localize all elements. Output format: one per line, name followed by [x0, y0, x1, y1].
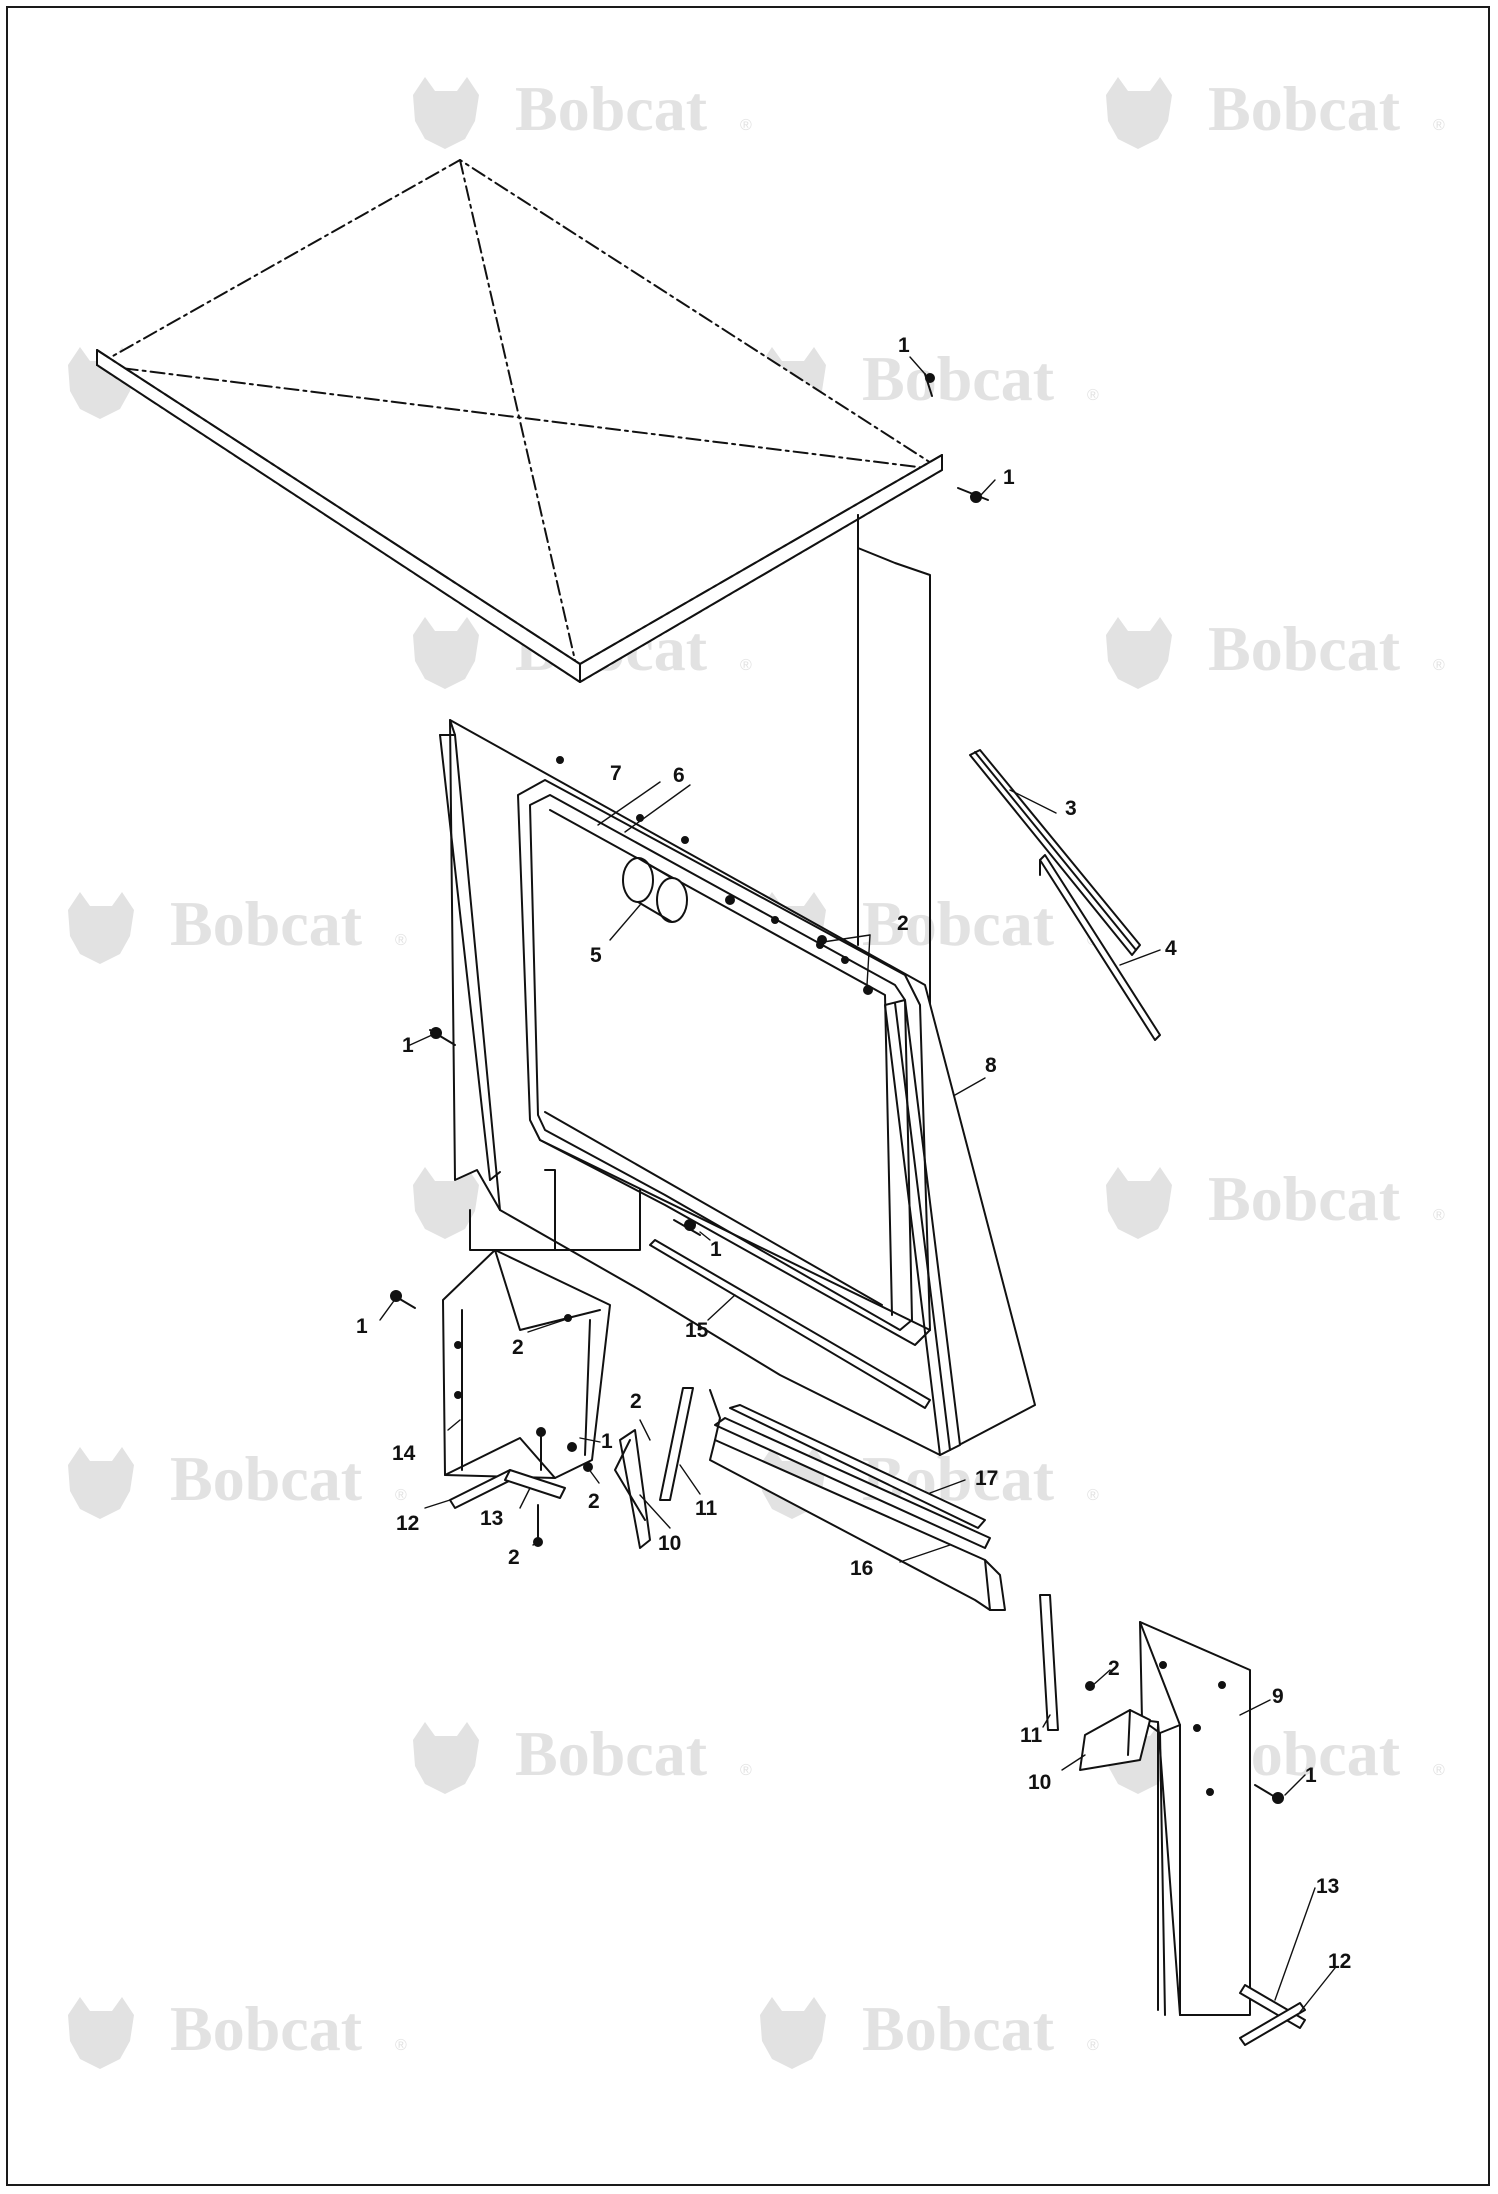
callout-label: 2	[897, 912, 909, 935]
watermark-text: Bobcat	[1208, 73, 1401, 144]
bobcat-logo-icon	[68, 1997, 134, 2069]
callout-label: 2	[508, 1546, 520, 1569]
watermark: Bobcat ®	[760, 1993, 1099, 2069]
watermark-text: Bobcat	[862, 1993, 1055, 2064]
callout-label: 14	[392, 1442, 416, 1465]
callout-label: 2	[588, 1490, 600, 1513]
rear-wall-panel	[857, 514, 931, 1011]
bobcat-logo-icon	[413, 1722, 479, 1794]
watermark: Bobcat ®	[413, 73, 752, 149]
bobcat-logo-icon	[413, 1167, 479, 1239]
seal-strip-right	[1039, 1594, 1059, 1731]
callout-label: 1	[710, 1238, 722, 1261]
callout-label: 1	[402, 1034, 414, 1057]
callout-label: 2	[512, 1336, 524, 1359]
seal-strip-left	[659, 1387, 694, 1501]
callout-label: 1	[1003, 466, 1015, 489]
watermark: Bobcat ®	[1106, 613, 1445, 689]
callout-label: 1	[601, 1430, 613, 1453]
watermark-text: Bobcat	[170, 1443, 363, 1514]
callout-label: 1	[356, 1315, 368, 1338]
callout-label: 6	[673, 764, 685, 787]
bobcat-logo-icon	[1106, 77, 1172, 149]
watermark-mark: ®	[740, 1762, 752, 1779]
watermark: Bobcat ®	[68, 1443, 407, 1519]
callout-label: 1	[1305, 1764, 1317, 1787]
wiper-rod	[649, 1239, 931, 1409]
watermark-mark: ®	[395, 932, 407, 949]
watermark-text: Bobcat	[170, 1993, 363, 2064]
watermark-text: Bobcat	[515, 1718, 708, 1789]
callout-label: 13	[480, 1507, 503, 1530]
door-panel	[439, 719, 1036, 1456]
watermark: Bobcat ®	[68, 1993, 407, 2069]
bobcat-logo-icon	[68, 892, 134, 964]
watermark-text: Bobcat	[1208, 613, 1401, 684]
fasteners	[390, 373, 1284, 1804]
bobcat-logo-icon	[413, 77, 479, 149]
callout-label: 10	[1028, 1771, 1051, 1794]
callout-label: 9	[1272, 1685, 1284, 1708]
watermark-text: Bobcat	[1208, 1163, 1401, 1234]
callout-label: 10	[658, 1532, 681, 1555]
callout-label: 16	[850, 1557, 873, 1580]
leader-lines	[379, 356, 1336, 2013]
callout-label: 1	[898, 334, 910, 357]
watermark-text: Bobcat	[170, 888, 363, 959]
watermark-mark: ®	[1433, 1207, 1445, 1224]
callout-label: 11	[695, 1497, 718, 1520]
watermark-mark: ®	[1433, 1762, 1445, 1779]
right-door-post	[1139, 1621, 1251, 2016]
watermark-text: Bobcat	[862, 888, 1055, 959]
watermark: Bobcat ®	[1106, 1163, 1445, 1239]
left-seal-strip	[449, 1469, 566, 1509]
watermark-text: Bobcat	[515, 73, 708, 144]
wiper-arm	[969, 749, 1141, 956]
watermark-mark: ®	[1087, 387, 1099, 404]
watermark: Bobcat ®	[1106, 73, 1445, 149]
callout-labels: 1 1 1 1 1 1 1 2 2 2 2 2 2 3 4 5 6 7 8 9 …	[356, 334, 1351, 1973]
watermark-mark: ®	[740, 117, 752, 134]
watermark-mark: ®	[1433, 117, 1445, 134]
watermark-text: Bobcat	[862, 343, 1055, 414]
callout-label: 8	[985, 1054, 997, 1077]
callout-label: 3	[1065, 797, 1077, 820]
callout-label: 11	[1020, 1724, 1043, 1747]
callout-label: 2	[1108, 1657, 1120, 1680]
callout-label: 4	[1165, 937, 1177, 960]
latch-plate-left	[614, 1429, 651, 1549]
callout-label: 17	[975, 1467, 998, 1490]
left-bracket	[442, 1249, 611, 1479]
wiper-blade	[1039, 854, 1161, 1041]
roof-edge	[96, 349, 943, 683]
bobcat-logo-icon	[68, 1447, 134, 1519]
latch-plate-right	[1079, 1709, 1151, 1771]
watermark-mark: ®	[1433, 657, 1445, 674]
watermark-mark: ®	[395, 1487, 407, 1504]
bobcat-logo-icon	[413, 617, 479, 689]
watermark: Bobcat ®	[68, 888, 407, 964]
bobcat-logo-icon	[1106, 617, 1172, 689]
callout-label: 15	[685, 1319, 709, 1342]
watermark-mark: ®	[395, 2037, 407, 2054]
callout-label: 5	[590, 944, 602, 967]
wiper-motor	[622, 857, 688, 923]
watermark: Bobcat ®	[413, 1718, 752, 1794]
door-sill-strips	[709, 1389, 1006, 1611]
watermark-mark: ®	[740, 657, 752, 674]
callout-label: 2	[630, 1390, 642, 1413]
watermark-mark: ®	[1087, 1487, 1099, 1504]
roof-panel	[96, 159, 943, 683]
callout-label: 7	[610, 762, 622, 785]
callout-label: 13	[1316, 1875, 1339, 1898]
right-seal-strip	[1239, 1984, 1306, 2046]
watermark: Bobcat®	[1106, 1718, 1445, 1794]
watermark-mark: ®	[1087, 2037, 1099, 2054]
bobcat-logo-icon	[1106, 1167, 1172, 1239]
bobcat-logo-icon	[760, 1997, 826, 2069]
callout-label: 12	[396, 1512, 419, 1535]
callout-label: 12	[1328, 1950, 1351, 1973]
diagram-frame	[6, 6, 1490, 2186]
